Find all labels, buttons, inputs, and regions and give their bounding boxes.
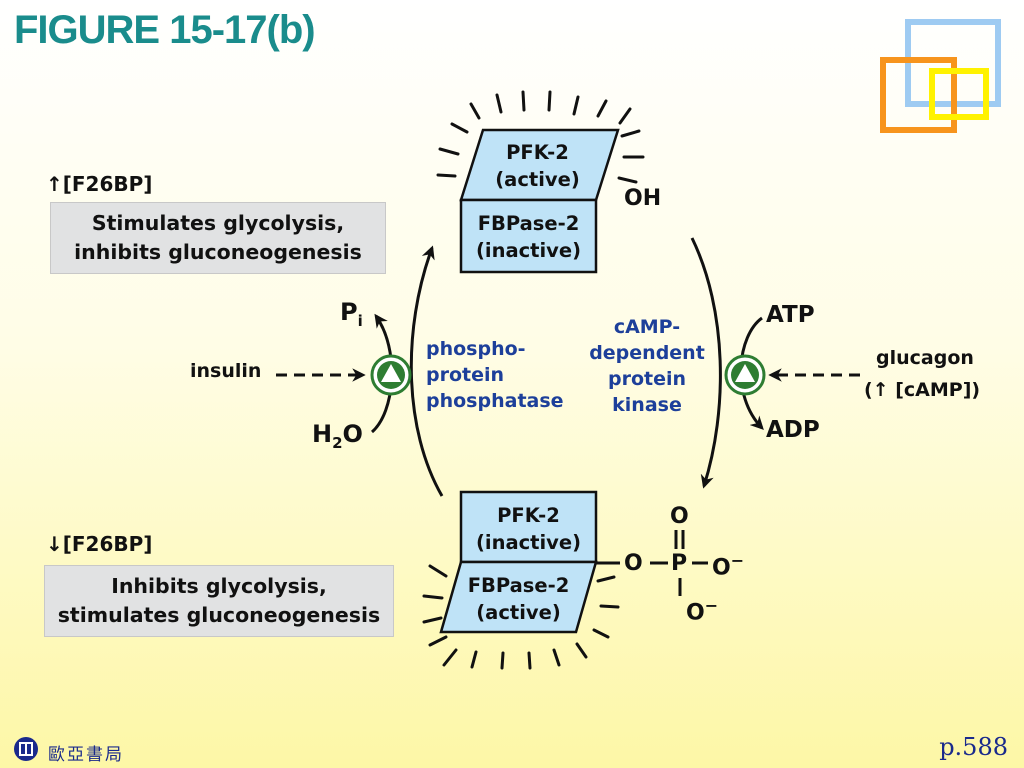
- bottom-fbpase2-status: (active): [476, 601, 561, 624]
- top-fbpase2-status: (inactive): [475, 239, 582, 262]
- bottom-pfk2-name: PFK-2: [497, 504, 560, 527]
- kinase-line2: dependent: [589, 342, 705, 364]
- phosphate-o-bottom-charge: −: [704, 596, 719, 615]
- phosphate-o-right: O−: [712, 551, 744, 580]
- phosphate-o-top: O: [670, 504, 689, 529]
- top-pfk2-status: (active): [495, 168, 580, 191]
- glucagon-activator-icon: [724, 354, 766, 396]
- hydroxyl-group: OH: [624, 186, 662, 211]
- glucagon-label: glucagon: [876, 347, 974, 369]
- top-pfk2-name: PFK-2: [506, 141, 569, 164]
- top-fbpase2-label: FBPase-2 (inactive): [461, 210, 596, 264]
- top-pfk2-label: PFK-2 (active): [470, 139, 605, 193]
- inorganic-phosphate-label: Pi: [340, 298, 363, 330]
- phosphate-o-bottom: O−: [686, 596, 718, 625]
- adp-label: ADP: [766, 417, 820, 443]
- f26bp-increase-indicator: ↑[F26BP]: [46, 172, 153, 196]
- phosphatase-line2: protein: [426, 364, 505, 386]
- water-h: H: [312, 420, 333, 448]
- water-o: O: [342, 420, 363, 448]
- water-label: H2O: [312, 420, 363, 452]
- bottom-activity-rays: [422, 564, 620, 670]
- phosphatase-line3: phosphatase: [426, 390, 564, 412]
- bottom-effect-line2: stimulates gluconeogenesis: [57, 603, 381, 627]
- bottom-fbpase2-label: FBPase-2 (active): [451, 572, 586, 626]
- atp-label: ATP: [766, 302, 815, 328]
- deco-orange-square: [880, 57, 957, 133]
- water-subscript: 2: [332, 433, 343, 452]
- bottom-effect-line1: Inhibits glycolysis,: [111, 574, 327, 598]
- bottom-pfk2-label: PFK-2 (inactive): [461, 502, 596, 556]
- insulin-activator-icon: [370, 354, 412, 396]
- kinase-line3: protein: [607, 368, 687, 390]
- top-fbpase2-shape: [459, 198, 598, 274]
- kinase-line1: cAMP-: [613, 316, 681, 338]
- bottom-fbpase2-shape: [439, 560, 598, 634]
- camp-increase-label: (↑ [cAMP]): [864, 379, 981, 401]
- top-effect-line2: inhibits gluconeogenesis: [74, 240, 362, 264]
- top-fbpase2-name: FBPase-2: [477, 212, 580, 235]
- phosphorylation-arrow: [690, 237, 722, 489]
- phosphate-o-right-letter: O: [712, 555, 731, 581]
- top-effect-line1: Stimulates glycolysis,: [91, 211, 345, 235]
- phosphatase-line1: phospho-: [426, 338, 526, 360]
- phosphate-o-left: O: [624, 551, 643, 576]
- deco-yellow-square: [929, 68, 989, 120]
- publisher-logo-icon: [14, 737, 38, 761]
- top-activity-rays: [436, 90, 645, 184]
- pi-letter: P: [340, 298, 358, 326]
- top-effect-box: Stimulates glycolysis, inhibits gluconeo…: [50, 202, 386, 274]
- insulin-label: insulin: [190, 360, 262, 382]
- phosphate-p: P: [671, 551, 688, 576]
- phosphate-o-right-charge: −: [730, 551, 745, 570]
- phosphate-o-bottom-letter: O: [686, 600, 705, 626]
- bottom-fbpase2-name: FBPase-2: [467, 574, 570, 597]
- bottom-pfk2-shape: [459, 490, 598, 564]
- dephosphorylation-arrow: [409, 245, 444, 497]
- bottom-pfk2-status: (inactive): [475, 531, 582, 554]
- publisher-name: 歐亞書局: [48, 745, 124, 765]
- page-number: p.588: [939, 733, 1008, 761]
- f26bp-decrease-indicator: ↓[F26BP]: [46, 532, 153, 556]
- phosphatase-label: phospho- protein phosphatase: [426, 336, 564, 414]
- figure-title: FIGURE 15-17(b): [14, 8, 316, 52]
- kinase-label: cAMP- dependent protein kinase: [578, 314, 716, 418]
- pi-subscript: i: [357, 311, 363, 330]
- kinase-line4: kinase: [612, 394, 682, 416]
- bottom-effect-box: Inhibits glycolysis, stimulates gluconeo…: [44, 565, 394, 637]
- decorative-squares: [880, 19, 1001, 133]
- phosphate-bonds: [596, 530, 708, 596]
